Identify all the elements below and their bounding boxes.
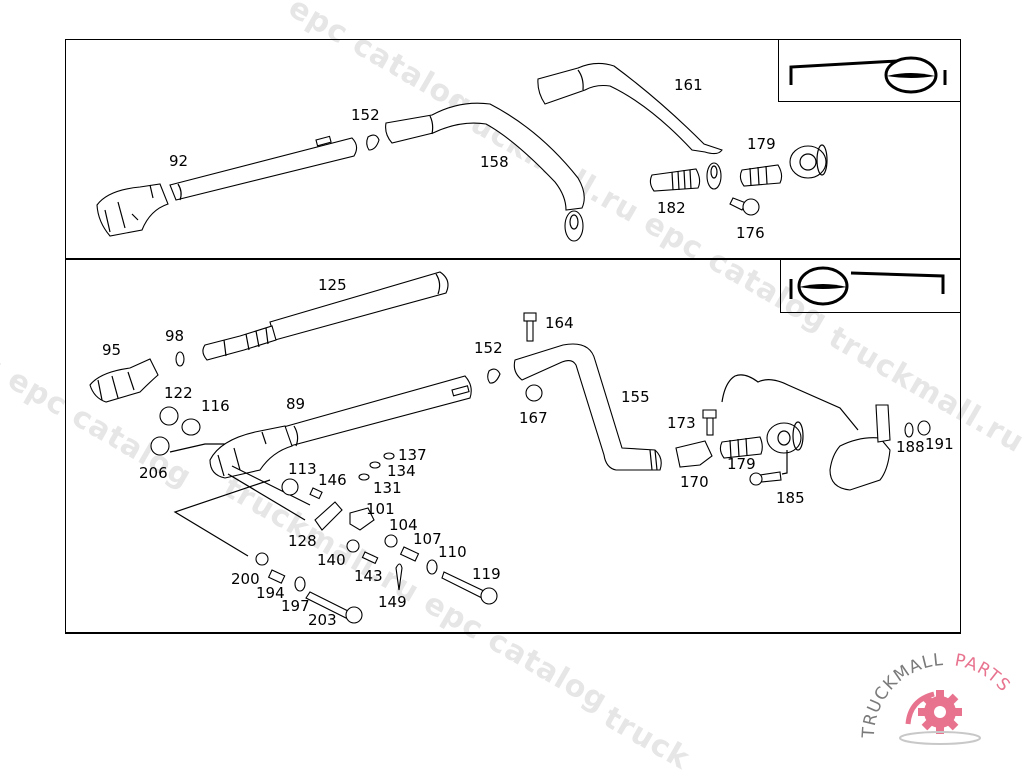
part-182-sleeve — [650, 169, 699, 191]
callout-128[interactable]: 128 — [288, 534, 317, 549]
part-179-joint — [720, 422, 803, 458]
part-146-pin — [310, 488, 322, 499]
assembly-leader-line — [175, 480, 270, 556]
part-89-column-tube — [210, 376, 471, 478]
callout-89[interactable]: 89 — [286, 397, 305, 412]
callout-167[interactable]: 167 — [519, 411, 548, 426]
callout-116[interactable]: 116 — [201, 399, 230, 414]
callout-197[interactable]: 197 — [281, 599, 310, 614]
svg-text:PARTS: PARTS — [953, 651, 1014, 697]
callout-140[interactable]: 140 — [317, 553, 346, 568]
callout-155[interactable]: 155 — [621, 390, 650, 405]
part-92-column-tube — [97, 136, 357, 236]
callout-101[interactable]: 101 — [366, 502, 395, 517]
part-173-bolt — [703, 410, 716, 435]
callout-152[interactable]: 152 — [351, 108, 380, 123]
callout-170[interactable]: 170 — [680, 475, 709, 490]
part-122-nut — [160, 407, 178, 425]
part-164-bolt — [524, 313, 536, 341]
part-206-nut — [151, 437, 169, 455]
callout-95[interactable]: 95 — [102, 343, 121, 358]
callout-113[interactable]: 113 — [288, 462, 317, 477]
part-116-cap — [182, 419, 200, 435]
part-152-clip — [488, 369, 500, 383]
callout-203[interactable]: 203 — [308, 613, 337, 628]
callout-152[interactable]: 152 — [474, 341, 503, 356]
exploded-view-drawing — [0, 0, 1024, 750]
part-155-bent-tube — [514, 344, 661, 470]
part-200-bushing — [256, 553, 268, 565]
callout-92[interactable]: 92 — [169, 154, 188, 169]
part-134-washer — [370, 462, 380, 468]
callout-191[interactable]: 191 — [925, 437, 954, 452]
callout-131[interactable]: 131 — [373, 481, 402, 496]
part-152-clip — [367, 135, 379, 150]
part-98-washer — [176, 352, 184, 366]
callout-206[interactable]: 206 — [139, 466, 168, 481]
part-149-cotter-pin — [396, 564, 402, 590]
callout-146[interactable]: 146 — [318, 473, 347, 488]
part-128-yoke — [315, 502, 342, 530]
callout-173[interactable]: 173 — [667, 416, 696, 431]
callout-185[interactable]: 185 — [776, 491, 805, 506]
callout-179[interactable]: 179 — [747, 137, 776, 152]
callout-164[interactable]: 164 — [545, 316, 574, 331]
part-158-bent-tube — [386, 103, 585, 241]
part-176-bolt — [730, 198, 759, 215]
callout-161[interactable]: 161 — [674, 78, 703, 93]
part-131-washer — [359, 474, 369, 480]
gear-logo-icon: TRUCKMALL PARTS — [850, 650, 1024, 750]
callout-149[interactable]: 149 — [378, 595, 407, 610]
callout-122[interactable]: 122 — [164, 386, 193, 401]
truckmall-parts-logo: TRUCKMALL PARTS — [850, 650, 1024, 750]
callout-188[interactable]: 188 — [896, 440, 925, 455]
part-167-nut — [526, 385, 542, 401]
part-137-washer — [384, 453, 394, 459]
callout-125[interactable]: 125 — [318, 278, 347, 293]
part-110-washer — [427, 560, 437, 574]
callout-179[interactable]: 179 — [727, 457, 756, 472]
part-104-bushing — [385, 535, 397, 547]
callout-110[interactable]: 110 — [438, 545, 467, 560]
logo-text-secondary: PARTS — [953, 651, 1014, 697]
callout-134[interactable]: 134 — [387, 464, 416, 479]
part-194-sleeve — [269, 570, 285, 583]
part-143-pin — [362, 552, 377, 563]
callout-119[interactable]: 119 — [472, 567, 501, 582]
parts-diagram: epc catalog truckmall.ru epc catalog tru… — [0, 0, 1024, 750]
callout-176[interactable]: 176 — [736, 226, 765, 241]
callout-137[interactable]: 137 — [398, 448, 427, 463]
callout-158[interactable]: 158 — [480, 155, 509, 170]
callout-182[interactable]: 182 — [657, 201, 686, 216]
part-95-bracket — [90, 359, 158, 402]
part-170-clamp — [676, 441, 712, 467]
part-197-washer — [295, 577, 305, 591]
part-107-sleeve — [401, 547, 419, 561]
part-113-cap — [282, 479, 298, 495]
callout-143[interactable]: 143 — [354, 569, 383, 584]
callout-98[interactable]: 98 — [165, 329, 184, 344]
part-140-bushing — [347, 540, 359, 552]
